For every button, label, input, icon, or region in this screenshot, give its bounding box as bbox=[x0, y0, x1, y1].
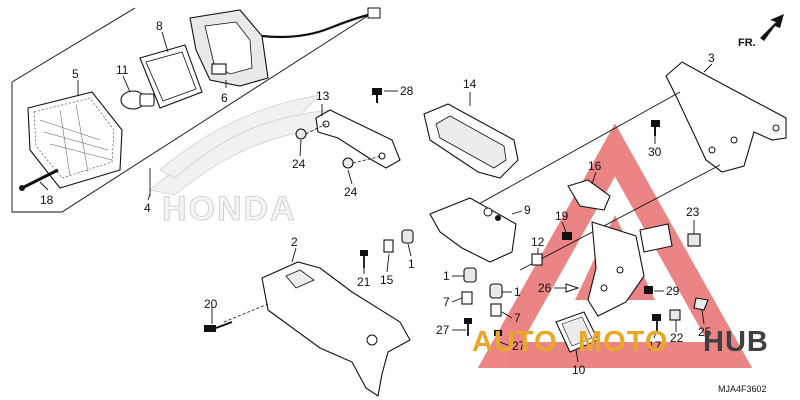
callout-9: 9 bbox=[524, 203, 531, 217]
callout-5: 5 bbox=[72, 67, 79, 81]
callout-12: 12 bbox=[531, 235, 545, 249]
screw-20 bbox=[204, 321, 233, 332]
mounting-bracket-13 bbox=[295, 109, 401, 169]
plate-light-bracket bbox=[567, 179, 645, 317]
misc-fasteners bbox=[562, 232, 709, 332]
callout-27-left: 27 bbox=[436, 323, 450, 337]
callout-4: 4 bbox=[144, 201, 151, 215]
arrow-icon bbox=[760, 14, 784, 41]
callout-labels: 5 11 8 6 4 18 13 24 24 28 14 3 30 9 16 1… bbox=[40, 19, 715, 377]
rear-fender-bracket bbox=[467, 61, 787, 271]
callout-7-right: 7 bbox=[514, 311, 521, 325]
watermark-auto: AUTO bbox=[472, 326, 558, 358]
callout-20: 20 bbox=[204, 297, 218, 311]
callout-15: 15 bbox=[380, 273, 394, 287]
callout-3: 3 bbox=[708, 51, 715, 65]
lamp-frame bbox=[423, 103, 519, 179]
callout-25: 25 bbox=[698, 325, 712, 339]
callout-18: 18 bbox=[40, 193, 54, 207]
callout-7-left: 7 bbox=[443, 295, 450, 309]
callout-13: 13 bbox=[316, 89, 330, 103]
watermark-moto: MOTO bbox=[578, 326, 668, 358]
screw-18 bbox=[19, 168, 59, 191]
lamp-group-outline bbox=[11, 7, 381, 213]
callout-14: 14 bbox=[463, 77, 477, 91]
brand-watermark: HONDA bbox=[149, 94, 331, 228]
rear-cowl bbox=[223, 261, 411, 397]
bulb bbox=[120, 90, 155, 110]
gasket bbox=[139, 44, 203, 109]
callout-30: 30 bbox=[648, 145, 662, 159]
callout-1-upper: 1 bbox=[408, 257, 415, 271]
callout-28: 28 bbox=[400, 84, 414, 98]
license-light bbox=[555, 311, 599, 353]
callout-23: 23 bbox=[686, 205, 700, 219]
leader-lines bbox=[39, 31, 713, 363]
callout-29: 29 bbox=[666, 284, 680, 298]
callout-2: 2 bbox=[291, 235, 298, 249]
callout-26: 26 bbox=[538, 281, 552, 295]
bolt-28 bbox=[372, 88, 382, 103]
callout-17: 17 bbox=[648, 339, 662, 353]
diagram-code: MJA4F3602 bbox=[718, 384, 767, 394]
automotohub-watermark: AUTO MOTO HUB bbox=[472, 326, 769, 358]
callout-27-right: 27 bbox=[512, 339, 526, 353]
tail-lamp-lens bbox=[27, 91, 123, 189]
lamp-socket-housing bbox=[189, 7, 381, 87]
bolt-30 bbox=[651, 120, 660, 136]
callout-10: 10 bbox=[572, 363, 586, 377]
callout-19: 19 bbox=[555, 209, 569, 223]
callout-6: 6 bbox=[221, 91, 228, 105]
reflector-23 bbox=[639, 223, 701, 253]
callout-11: 11 bbox=[116, 63, 129, 77]
callout-8: 8 bbox=[156, 19, 163, 33]
plate-stay bbox=[429, 197, 517, 263]
grommets bbox=[401, 229, 503, 299]
honda-watermark-text: HONDA bbox=[162, 190, 297, 228]
callout-1-right: 1 bbox=[514, 285, 521, 299]
callout-1-mid: 1 bbox=[443, 269, 450, 283]
watermark-hub: HUB bbox=[703, 326, 769, 358]
callout-16: 16 bbox=[588, 159, 602, 173]
direction-label: FR. bbox=[738, 37, 756, 49]
callout-24-lower: 24 bbox=[344, 185, 358, 199]
callout-21: 21 bbox=[357, 275, 371, 289]
collars-and-bolts bbox=[360, 239, 543, 348]
callout-24-upper: 24 bbox=[292, 157, 306, 171]
front-direction-indicator: FR. bbox=[738, 14, 784, 49]
callout-22: 22 bbox=[670, 331, 684, 345]
